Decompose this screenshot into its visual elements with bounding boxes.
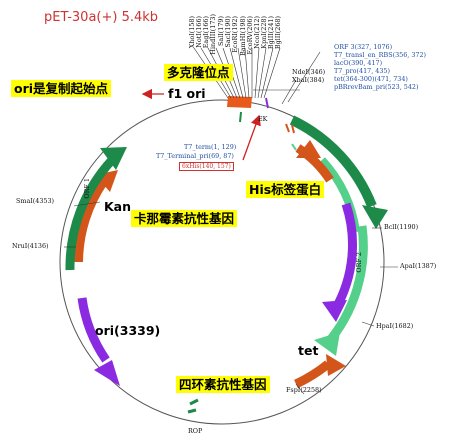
- left-outer-green-arrowhead: [100, 147, 127, 170]
- feature-tet: tet(364-300)(471, 734): [334, 75, 408, 83]
- orf2-purple-arrowhead: [322, 300, 347, 322]
- plasmid-title: pET-30a(+) 5.4kb: [44, 10, 159, 25]
- site-hpai: HpaI(1682): [376, 322, 414, 330]
- mcs-callout: 多克隆位点: [164, 64, 233, 81]
- orf2-outer-arc: [322, 225, 368, 348]
- f1-ori-segment: [227, 96, 252, 108]
- ori-position-label: ori(3339): [95, 323, 161, 338]
- kan-label: Kan: [104, 199, 132, 214]
- t7-mark-2: [291, 124, 295, 134]
- his-pointer-arrow: [242, 114, 261, 161]
- f1-ori-label: f1 ori: [168, 86, 206, 101]
- tet-callout: 四环素抗性基因: [176, 376, 270, 393]
- t7-term-label: T7_term(1, 129): [184, 143, 237, 151]
- right-green-arrowhead: [362, 205, 388, 229]
- orf2-outer-arrowhead: [314, 332, 340, 356]
- feature-laco: lacO(390, 417): [334, 59, 383, 67]
- site-bglii-2: BglII(268): [274, 16, 282, 50]
- feature-t7-transl-rbs: T7_transl_en_RBS(356, 372): [334, 51, 427, 59]
- site-fspi: FspI(2258): [286, 386, 322, 394]
- kan-callout: 卡那霉素抗性基因: [131, 210, 238, 227]
- ek-mark: [265, 97, 269, 109]
- tet-arrowhead: [326, 354, 346, 376]
- site-bcli: BclI(1190): [384, 223, 419, 231]
- t7-mark-1: [285, 123, 290, 133]
- right-green-arc: [289, 115, 377, 208]
- rop-label: ROP: [188, 427, 203, 435]
- site-apai: ApaI(1387): [400, 262, 437, 270]
- site-xbai: XbaI(384): [292, 76, 325, 84]
- his-mark: [239, 111, 242, 123]
- rop-bar-lower: [187, 408, 197, 414]
- orf2-purple-arc: [332, 202, 357, 311]
- ek-label: EK: [258, 115, 268, 123]
- feature-t7-pro: T7_pro(417, 435): [334, 67, 390, 75]
- ori-arc: [77, 297, 110, 363]
- his-tag-box: 6xHis(140, 157): [179, 162, 234, 171]
- site-ecori: EcoRI(192): [231, 16, 239, 53]
- his-callout: His标签蛋白: [246, 181, 325, 198]
- right-orange-arrowhead: [296, 140, 321, 158]
- site-nrui: NruI(4136): [12, 242, 49, 250]
- right-orange-arc: [295, 144, 334, 183]
- tet-arc: [294, 360, 331, 389]
- orf1-label: ORF 1: [83, 178, 91, 199]
- lac-mark: [291, 143, 297, 151]
- kan-arc: [73, 177, 109, 263]
- right-site-leader-lines: [64, 201, 398, 395]
- feature-pbrrevbam: pBRrevBam_pri(523, 542): [334, 83, 419, 91]
- site-hindiii: HindIII(173): [209, 14, 217, 55]
- feature-orf3: ORF 3(327, 1076): [334, 43, 393, 51]
- t7-terminal-pri-label: T7_Terminal_pri(69, 87): [156, 152, 234, 160]
- left-outer-green-arc: [65, 156, 116, 271]
- site-ndei: NdeI(346): [292, 68, 326, 76]
- site-smai: SmaI(4353): [16, 197, 55, 205]
- plasmid-backbone-circle: [59, 99, 385, 425]
- ori-arrowhead: [94, 360, 120, 386]
- ori-callout: ori是复制起始点: [11, 80, 112, 97]
- tet-label: tet: [298, 343, 319, 358]
- orf2-label: ORF 2: [355, 252, 363, 273]
- rop-bar-upper: [189, 398, 199, 406]
